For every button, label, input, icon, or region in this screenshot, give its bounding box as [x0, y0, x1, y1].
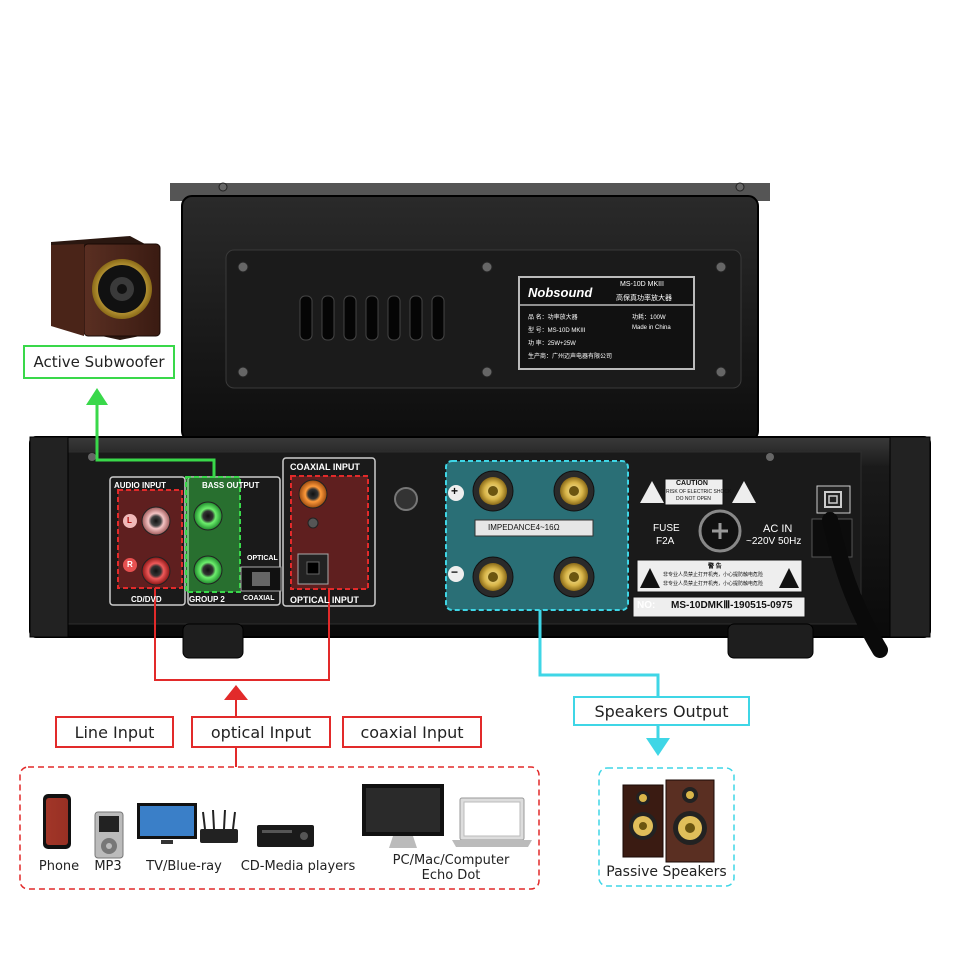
ac-value-text: ~220V 50Hz [746, 536, 802, 547]
nameplate-row1-right: 功耗：100W [632, 315, 666, 321]
passive-speakers-label: Passive Speakers [606, 864, 727, 880]
nameplate-row2-left: 型 号：MS-10D MKIII [528, 328, 586, 334]
terminal-plus-text: + [451, 484, 459, 498]
cover-screws [218, 182, 745, 378]
caution-line1-text: RISK OF ELECTRIC SHOCK [666, 489, 732, 495]
subwoofer-connector [86, 388, 216, 477]
router-icon [200, 809, 238, 843]
line-input-label: Line Input [55, 716, 174, 748]
coaxial-input-text: COAXIAL INPUT [290, 462, 360, 472]
speakers-output-label: Speakers Output [573, 696, 750, 726]
cd-dvd-text: CD/DVD [131, 595, 162, 604]
nameplate-model-cn: 高保真功率放大器 [616, 295, 672, 302]
fuse-text: FUSE [653, 523, 680, 534]
device-label-mp3: MP3 [94, 859, 122, 874]
tv-icon [137, 803, 197, 844]
amplifier-top-cover [170, 182, 770, 442]
device-label-cd: CD-Media players [240, 859, 356, 874]
brand-logo: Nobsound [528, 285, 593, 300]
device-label-phone: Phone [38, 859, 80, 874]
ground-screw [394, 487, 418, 511]
terminal-minus-text: − [451, 565, 459, 579]
serial-label-text: NO: [637, 600, 656, 611]
serial-value-text: MS-10DMKⅢ-190515-0975 [671, 600, 793, 611]
channel-l-text: L [127, 516, 132, 525]
ac-in-text: AC IN [763, 523, 793, 535]
impedance-text: IMPEDANCE4~16Ω [488, 523, 560, 532]
warning-title-text: 警 告 [708, 564, 722, 570]
mp3-player-icon [94, 811, 124, 859]
optical-switch-text: OPTICAL [247, 555, 278, 562]
warning-line2-text: 非专业人员禁止打开机壳，小心提防触电危险 [663, 581, 764, 587]
laptop-icon [452, 797, 532, 847]
nameplate-row1-left: 品 名：功率放大器 [528, 315, 578, 321]
phone-icon [43, 794, 71, 849]
nameplate-row3-left: 功 率：25W+25W [528, 341, 576, 347]
input-selector-switch [240, 566, 282, 592]
vent-slots [299, 295, 445, 341]
nameplate-model: MS-10D MKIII [620, 281, 664, 288]
caution-area [632, 478, 806, 618]
fuse-value-text: F2A [656, 536, 675, 547]
subwoofer-image [51, 236, 161, 340]
nameplate [518, 276, 695, 370]
active-subwoofer-label: Active Subwoofer [23, 345, 175, 379]
ac-socket [811, 485, 888, 658]
nameplate-row4-left: 生产商：广州迈声电器有限公司 [528, 354, 613, 360]
nameplate-row2-right: Made in China [632, 325, 671, 331]
channel-r-text: R [127, 560, 133, 569]
warning-line1-text: 非专业人员禁止打开机壳，小心提防触电危险 [663, 572, 764, 578]
device-label-pc: PC/Mac/Computer Echo Dot [392, 853, 510, 883]
optical-input-text: OPTICAL INPUT [290, 595, 359, 605]
passive-speakers-image [622, 779, 715, 863]
input-connector [154, 588, 330, 767]
audio-input-text: AUDIO INPUT [114, 481, 166, 490]
optical-input-label: optical Input [191, 716, 331, 748]
cd-player-icon [257, 825, 314, 847]
speaker-terminals [448, 470, 595, 598]
bass-output-text: BASS OUTPUT [202, 481, 260, 490]
device-label-tv: TV/Blue-ray [146, 859, 222, 874]
coaxial-switch-text: COAXIAL [243, 595, 275, 602]
group2-text: GROUP 2 [189, 595, 225, 604]
caution-line2-text: DO NOT OPEN [676, 496, 711, 502]
pc-monitor-icon [362, 784, 444, 848]
rca-jacks [123, 479, 329, 586]
coaxial-input-label: coaxial Input [342, 716, 482, 748]
caution-title-text: CAUTION [676, 480, 708, 487]
